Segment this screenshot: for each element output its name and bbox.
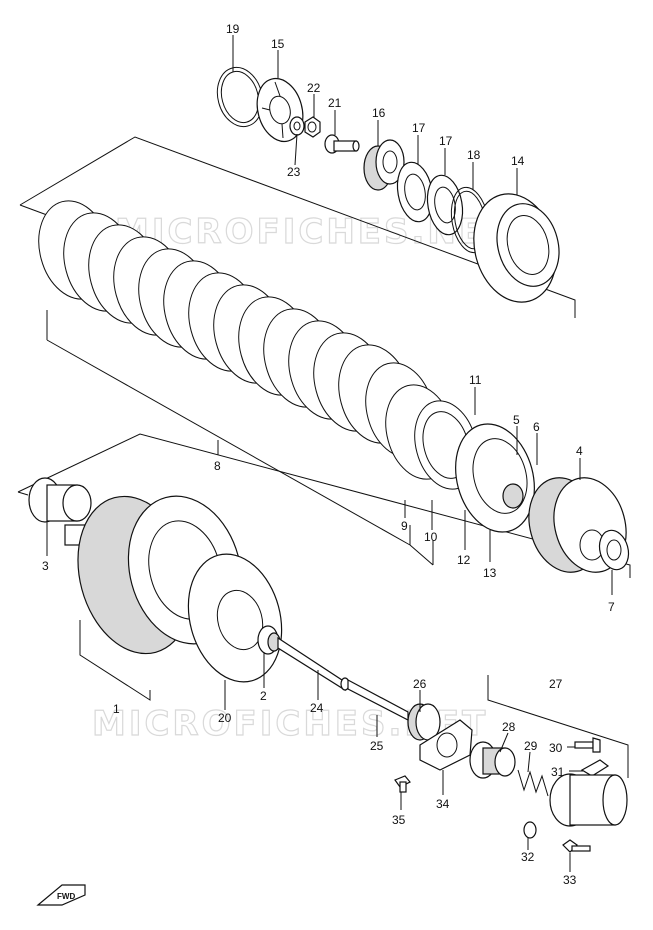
callout-17b: 17 (439, 134, 453, 148)
release-cylinder-bracket (487, 675, 629, 778)
bleeder-30 (574, 737, 601, 753)
callout-21: 21 (328, 96, 342, 110)
callout-11: 11 (469, 373, 482, 387)
needle-bearing-3 (28, 477, 92, 523)
spring-29 (517, 769, 549, 797)
callout-2: 2 (260, 689, 267, 703)
callout-15: 15 (271, 37, 285, 51)
nut-22 (304, 116, 321, 138)
cap-31 (580, 759, 610, 777)
spring-plate-17b (426, 174, 464, 236)
push-piece-2 (257, 625, 281, 655)
callout-24: 24 (310, 701, 324, 715)
clutch-housing-bracket (17, 433, 631, 701)
push-rod-24 (277, 636, 346, 692)
callout-7: 7 (608, 600, 615, 614)
callout-22: 22 (307, 81, 321, 95)
callout-4: 4 (576, 444, 583, 458)
callout-18: 18 (467, 148, 481, 162)
clutch-cover-14 (473, 193, 560, 303)
callout-27: 27 (549, 677, 563, 691)
callout-8: 8 (214, 459, 221, 473)
callout-10: 10 (424, 530, 438, 544)
plate-stack-bracket (19, 136, 576, 566)
release-cylinder-body-27 (549, 773, 628, 827)
callout-3: 3 (42, 559, 49, 573)
callout-12: 12 (457, 553, 471, 567)
callout-26: 26 (413, 677, 427, 691)
callout-14: 14 (511, 154, 525, 168)
starter-clutch-gear-20 (187, 553, 283, 683)
callout-29: 29 (524, 739, 538, 753)
callout-34: 34 (436, 797, 450, 811)
oil-seal-26 (407, 703, 441, 741)
callout-23: 23 (287, 165, 301, 179)
callout-25: 25 (370, 739, 384, 753)
washer-23 (289, 116, 305, 136)
thrust-washer-7 (598, 529, 630, 571)
clutch-plate-stack-8 (38, 200, 478, 490)
callout-9: 9 (401, 519, 408, 533)
piston-28 (469, 741, 516, 779)
callout-6: 6 (533, 420, 540, 434)
lifter-piece-21 (324, 134, 360, 154)
callout-5: 5 (513, 413, 520, 427)
fwd-arrow-icon: FWD (36, 884, 86, 906)
callout-13: 13 (483, 566, 497, 580)
callout-28: 28 (502, 720, 516, 734)
bearing-16 (363, 139, 405, 191)
callout-numbers: 1 2 3 4 5 6 7 8 9 10 11 12 13 14 15 16 1… (42, 22, 615, 887)
callout-17a: 17 (412, 121, 426, 135)
pressure-plate-15 (256, 77, 304, 143)
callout-30: 30 (549, 741, 563, 755)
bolt-35 (394, 775, 411, 793)
clutch-sleeve-hub-13 (455, 423, 535, 533)
callout-20: 20 (218, 711, 232, 725)
callout-32: 32 (521, 850, 535, 864)
callout-31: 31 (551, 765, 565, 779)
leader-lines (46, 35, 613, 872)
callout-33: 33 (563, 873, 577, 887)
callout-1: 1 (113, 702, 120, 716)
callout-16: 16 (372, 106, 386, 120)
fwd-label: FWD (57, 892, 75, 901)
bolt-33 (562, 839, 591, 853)
callout-19: 19 (226, 22, 240, 36)
dowel-32 (523, 821, 537, 839)
callout-35: 35 (392, 813, 406, 827)
